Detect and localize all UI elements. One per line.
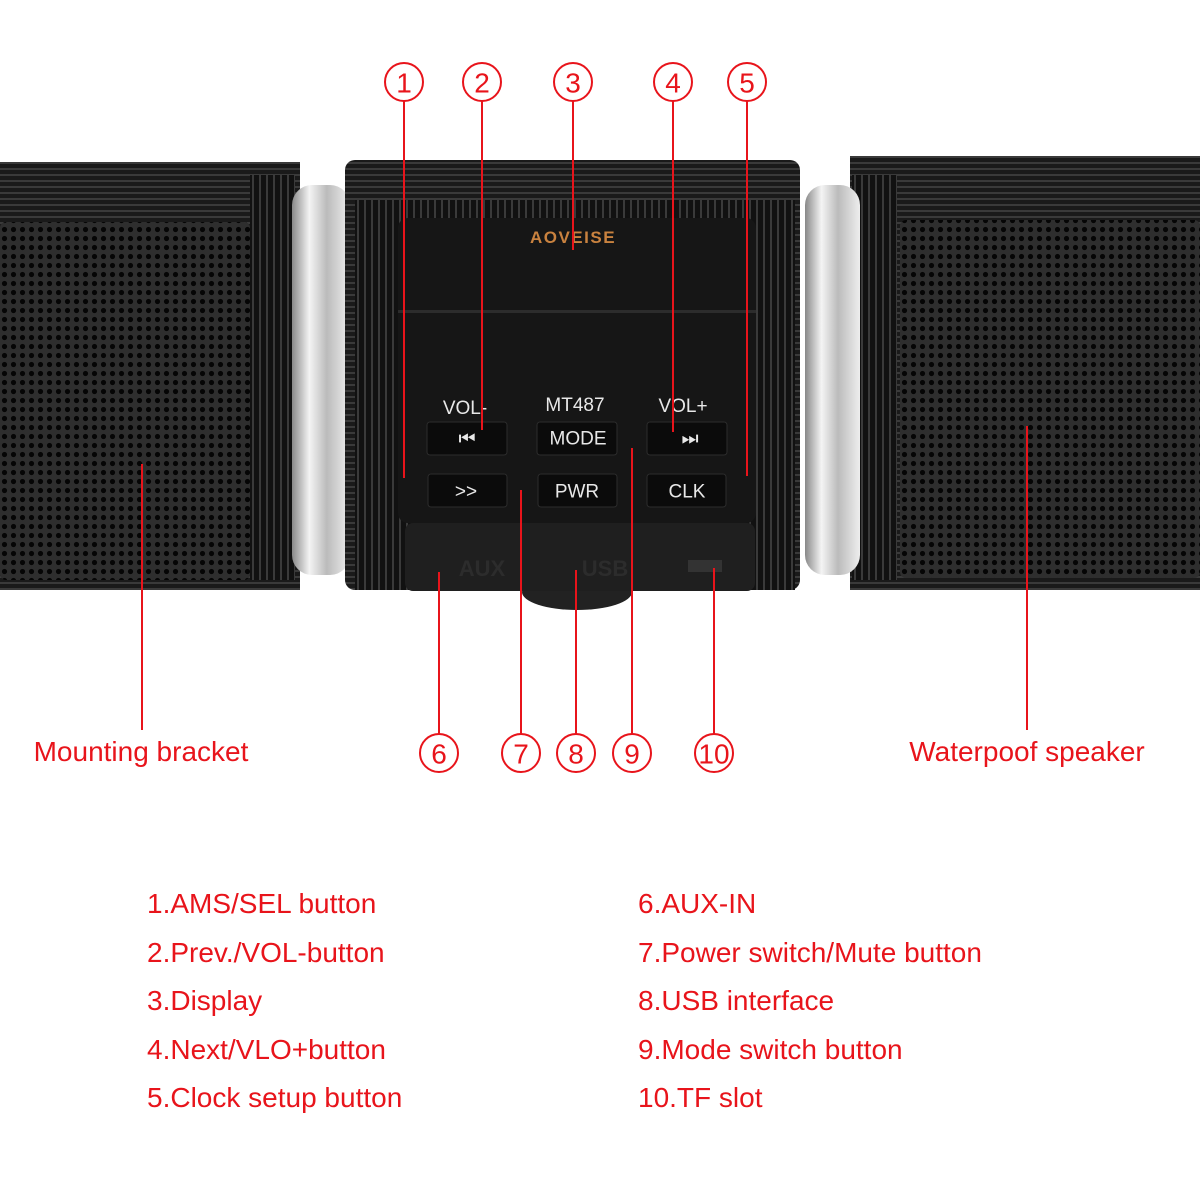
- clk-label: CLK: [669, 482, 706, 503]
- callout-4: 4: [653, 62, 693, 102]
- legend-item: 6.AUX-IN: [638, 888, 757, 919]
- waterproof-speaker-label: Waterpoof speaker: [909, 736, 1145, 767]
- power-button[interactable]: PWR: [537, 473, 618, 508]
- callout-2: 2: [462, 62, 502, 102]
- svg-text:2: 2: [474, 68, 490, 99]
- legend-item: 9.Mode switch button: [638, 1033, 903, 1065]
- next-icon: ⏭: [681, 429, 698, 450]
- prev-icon: ⏮: [458, 429, 475, 450]
- vol-minus-label: VOL-: [443, 398, 487, 419]
- svg-text:8: 8: [568, 739, 584, 770]
- callout-1: 1: [384, 62, 424, 102]
- mounting-ring-right: [805, 185, 860, 575]
- control-unit: AOVEISE VOL- MT487 VOL+ ⏮ MODE ⏭ >> PWR …: [345, 160, 800, 610]
- model-label: MT487: [545, 395, 604, 416]
- legend-item: 2.Prev./VOL-button: [147, 936, 385, 968]
- callout-7: 7: [501, 733, 541, 773]
- legend-item: 3.Display: [147, 985, 263, 1016]
- svg-text:5: 5: [739, 68, 755, 99]
- mode-button[interactable]: MODE: [536, 421, 618, 456]
- callout-3: 3: [553, 62, 593, 102]
- tf-slot-icon: [688, 560, 722, 572]
- svg-text:3: 3: [565, 68, 581, 99]
- aux-port-label: AUX: [459, 556, 506, 581]
- clock-button[interactable]: CLK: [646, 473, 727, 508]
- speaker-grille: [900, 220, 1200, 578]
- port-cover: [405, 523, 755, 591]
- ams-label: >>: [455, 482, 477, 503]
- callout-9: 9: [612, 733, 652, 773]
- svg-text:4: 4: [665, 68, 681, 99]
- callout-6: 6: [419, 733, 459, 773]
- prev-button[interactable]: ⏮: [426, 421, 508, 456]
- svg-text:10: 10: [698, 739, 729, 770]
- svg-text:7: 7: [513, 739, 529, 770]
- speaker-grille: [0, 222, 250, 580]
- legend-right: 6.AUX-IN 7.Power switch/Mute button 8.US…: [638, 880, 982, 1123]
- legend-item: 5.Clock setup button: [147, 1082, 403, 1113]
- legend-item: 8.USB interface: [638, 985, 835, 1016]
- mode-label: MODE: [550, 429, 607, 450]
- svg-text:9: 9: [624, 739, 640, 770]
- right-speaker: [850, 156, 1200, 590]
- legend-item: 7.Power switch/Mute button: [638, 936, 982, 968]
- pwr-label: PWR: [555, 482, 599, 503]
- mounting-bracket-label: Mounting bracket: [34, 736, 249, 767]
- legend-item: 10.TF slot: [638, 1082, 763, 1113]
- callout-10: 10: [694, 733, 734, 773]
- usb-port-label: USB: [582, 556, 628, 581]
- svg-text:1: 1: [396, 68, 412, 99]
- vol-plus-label: VOL+: [658, 396, 707, 417]
- legend-item: 1.AMS/SEL button: [147, 888, 377, 919]
- svg-text:6: 6: [431, 739, 447, 770]
- legend-left: 1.AMS/SEL button 2.Prev./VOL-button 3.Di…: [147, 880, 402, 1123]
- mounting-ring-left: [292, 185, 350, 575]
- callout-lines: [141, 101, 1028, 734]
- left-speaker: [0, 162, 300, 590]
- ams-sel-button[interactable]: >>: [427, 473, 508, 508]
- callout-5: 5: [727, 62, 767, 102]
- next-button[interactable]: ⏭: [646, 421, 728, 456]
- callout-8: 8: [556, 733, 596, 773]
- legend-item: 4.Next/VLO+button: [147, 1033, 386, 1065]
